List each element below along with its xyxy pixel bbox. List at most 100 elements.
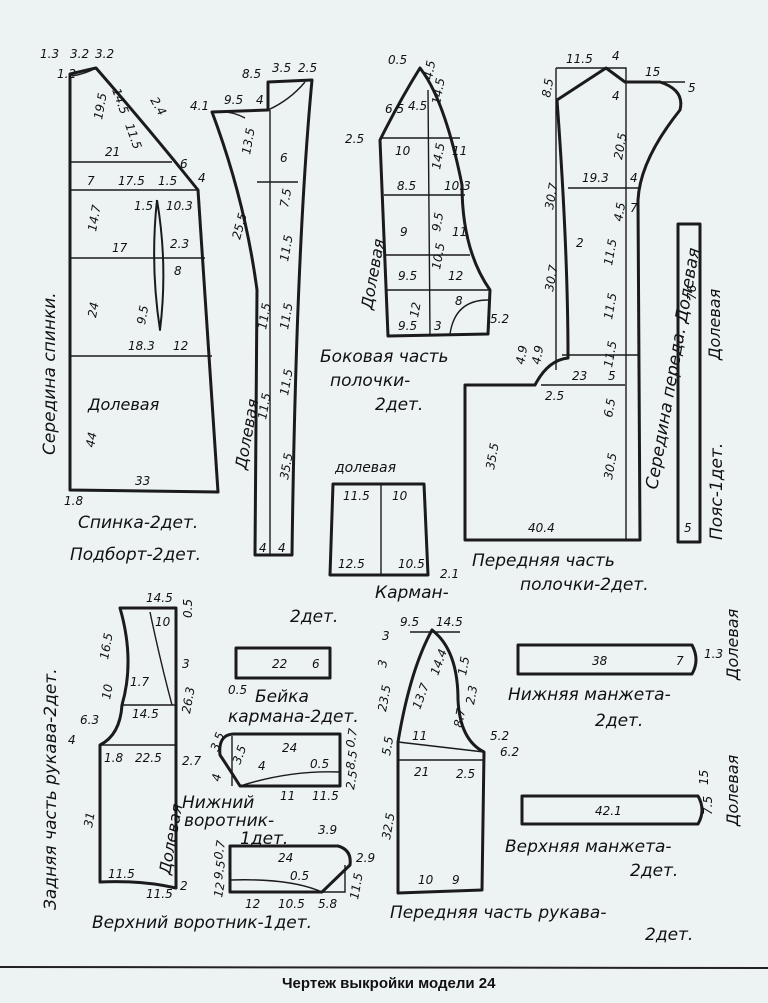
dim: 0.5 — [181, 599, 195, 618]
dim: 19.5 — [91, 92, 109, 121]
piece-label: 2дет. — [290, 607, 338, 627]
top-collar-piece: 3.9 24 2.9 0.7 9.5 0.5 12 12 10.5 5.8 11… — [92, 823, 375, 933]
dim: 6.5 — [385, 102, 404, 116]
dim: 11 — [280, 789, 295, 803]
dim: 11.5 — [277, 234, 295, 263]
dim: 8.5 — [242, 67, 261, 81]
dim: 0.5 — [388, 53, 407, 67]
dim: 2.1 — [440, 567, 459, 581]
dim: 10 — [155, 615, 171, 629]
dim: 17.5 — [118, 174, 145, 188]
dim: 8.5 — [343, 749, 360, 770]
upper-cuff-piece: 42.1 15 7.5 Долевая Верхняя манжета- 2де… — [505, 754, 742, 881]
dim: 12 — [407, 301, 423, 318]
dim: 24 — [85, 301, 101, 318]
dim: 40.4 — [528, 521, 555, 535]
dim: 16.5 — [97, 632, 115, 661]
dim: 5 — [608, 369, 616, 383]
dim: 10.5 — [398, 557, 425, 571]
dim: 12 — [173, 339, 188, 353]
dim: 12.5 — [338, 557, 365, 571]
dim: 11.5 — [343, 489, 370, 503]
dim: 6 — [180, 157, 188, 171]
dim: 14.5 — [146, 591, 173, 605]
dim: 9 — [452, 873, 460, 887]
dim: 11.5 — [277, 302, 295, 331]
dim: 23.5 — [375, 684, 393, 713]
dim: 1.5 — [158, 174, 177, 188]
grain-label: Долевая — [155, 802, 186, 877]
dim: 1.2 — [57, 67, 76, 81]
dim: 9.5 — [134, 304, 151, 325]
dim: 4 — [259, 541, 267, 555]
dim: 38 — [592, 654, 608, 668]
dim: 2.4 — [147, 95, 169, 119]
dim: 31 — [81, 811, 97, 828]
dim: 3 — [182, 657, 190, 671]
dim: 11 — [452, 225, 467, 239]
dim: 11.5 — [122, 121, 144, 151]
piece-label: Передняя часть рукава- — [390, 903, 606, 923]
dim: 11.5 — [347, 872, 365, 901]
back-sleeve-piece: 14.5 0.5 10 16.5 3 1.7 26.3 10 14.5 4 6.… — [41, 591, 198, 910]
dim: 22.5 — [135, 751, 162, 765]
dim: 11.5 — [146, 887, 173, 901]
dim: 6.2 — [500, 745, 519, 759]
grain-label: Долевая — [357, 237, 388, 312]
dim: 1.8 — [64, 494, 83, 508]
dim: 6.5 — [601, 397, 618, 418]
dim: 6 — [280, 151, 288, 165]
dim: 4.1 — [190, 99, 209, 113]
dim: 11.5 — [255, 302, 273, 331]
piece-label: Карман- — [375, 583, 449, 603]
dim: 2.5 — [343, 769, 360, 790]
dim: 5 — [688, 81, 696, 95]
dim: 11.5 — [566, 52, 593, 66]
dim: 30.7 — [542, 181, 560, 210]
center-back-label: Середина спинки. — [40, 292, 60, 455]
dim: 10 — [99, 683, 116, 701]
dim: 22 — [272, 657, 287, 671]
dim: 4.5 — [408, 99, 427, 113]
dim: 6.3 — [80, 713, 99, 727]
dim: 11.5 — [312, 789, 339, 803]
dim: 8.5 — [397, 179, 416, 193]
dim: 2.5 — [298, 61, 317, 75]
pocket-piece: долевая 11.5 10 12.5 10.5 2.1 Карман- 2д… — [290, 460, 459, 627]
dim: 7.5 — [701, 796, 715, 815]
dim: 4.5 — [611, 201, 628, 222]
dim: 4 — [278, 541, 286, 555]
piece-label: 2дет. — [595, 711, 643, 731]
dim: 9 — [400, 225, 408, 239]
dim: 30.7 — [542, 263, 560, 292]
dim: 4 — [612, 49, 620, 63]
dim: 21 — [414, 765, 429, 779]
dim: 2.3 — [170, 237, 189, 251]
dim: 18.3 — [128, 339, 155, 353]
dim: 10 — [418, 873, 434, 887]
dim: 3 — [434, 319, 442, 333]
dim: 30.5 — [601, 452, 619, 481]
dim: 3.2 — [70, 47, 89, 61]
dim: 11.5 — [255, 392, 273, 421]
pocket-welt-piece: 22 6 0.5 Бейка кармана-2дет. — [228, 646, 359, 727]
dim: 4 — [209, 773, 224, 783]
dim: 44 — [83, 431, 99, 448]
dim: 4 — [68, 733, 76, 747]
dim: 2 — [180, 879, 188, 893]
piece-label: 2дет. — [375, 395, 423, 415]
dim: 12 — [245, 897, 260, 911]
piece-label: Верхний воротник-1дет. — [92, 913, 312, 933]
dim: 25.5 — [229, 211, 249, 240]
dim: 3.5 — [208, 730, 228, 753]
back-piece: 1.3 3.2 3.2 1.2 19.5 14.5 2.4 11.5 21 6 … — [40, 47, 220, 533]
dim: 15 — [697, 770, 711, 785]
dim: 14.4 — [428, 647, 450, 677]
piece-label: Пояс-1дет. — [707, 443, 727, 540]
piece-label: воротник- — [184, 811, 274, 831]
dim: 10.5 — [429, 242, 447, 271]
piece-label: Верхняя манжета- — [505, 837, 672, 857]
dim: 4.9 — [529, 344, 546, 365]
dim: 1.5 — [455, 655, 472, 676]
dim: 26.3 — [179, 686, 197, 715]
